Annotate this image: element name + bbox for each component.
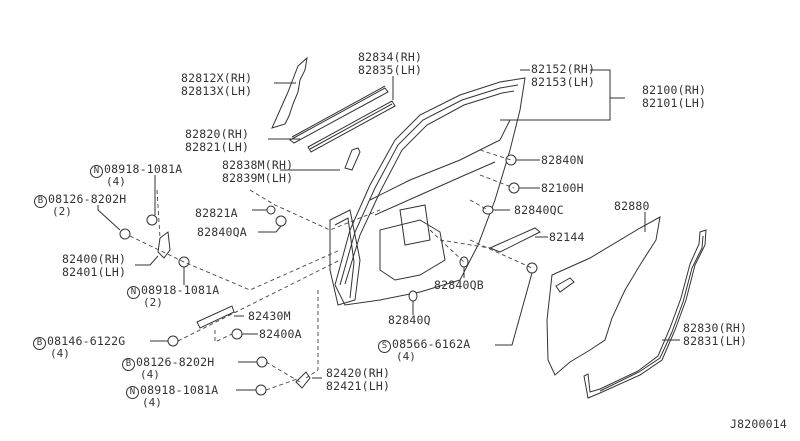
part-number: 08918-1081A [140,383,219,397]
inner-weatherstrip-part [307,100,396,153]
part-number: 82835(LH) [358,63,423,77]
plug-82840QC [482,205,494,215]
fastener-type-icon: N [126,386,139,399]
part-number: 82839M(LH) [222,171,294,185]
part-number: 82100(RH) [642,83,707,97]
label-82420[interactable]: 82420(RH)82421(LH) [326,367,390,393]
fastener-qty: (4) [396,350,416,363]
part-number: 82838M(RH) [222,158,294,172]
label-82880[interactable]: 82880 [614,199,650,213]
part-number: 08918-1081A [104,162,183,176]
sash-cover-part [271,56,308,129]
part-number: 82831(LH) [683,334,748,348]
part-number: 08918-1081A [141,283,220,297]
bolt-82400A [231,328,243,340]
label-82840qc[interactable]: 82840QC [514,203,564,217]
door-weatherstrip-part [583,229,707,399]
part-number: 82152(RH) [531,62,596,76]
fastener-type-icon: N [90,165,103,178]
fastener-qty: (2) [143,296,163,309]
label-82834[interactable]: 82834(RH)82835(LH) [358,51,422,77]
part-number: 82820(RH) [185,127,250,141]
fastener-qty: (4) [142,396,162,409]
check-bracket-part [488,227,541,253]
part-number: 82420(RH) [326,366,391,380]
plug-82840QB [459,256,469,268]
label-82840qb[interactable]: 82840QB [434,278,484,292]
part-number: 08146-6122G [47,334,126,348]
label-82840n[interactable]: 82840N [541,153,584,167]
fastener-type-icon: N [127,286,140,299]
label-82400a[interactable]: 82400A [259,327,302,341]
door-check-part [196,305,235,329]
label-82812x[interactable]: 82812X(RH)82813X(LH) [181,72,252,98]
door-assembly [329,77,526,306]
label-82840q[interactable]: 82840Q [388,313,431,327]
fastener-type-icon: B [33,337,46,350]
part-number: 82400(RH) [62,252,127,266]
part-number: 82812X(RH) [181,71,253,85]
label-82100h[interactable]: 82100H [541,181,584,195]
part-number: 82834(RH) [358,50,423,64]
label-82152[interactable]: 82152(RH)82153(LH) [531,63,595,89]
fastener-qty: (4) [106,175,126,188]
screw-82821A [266,205,276,215]
plug-82840Q [408,290,418,302]
part-number: 08126-8202H [48,192,127,206]
fastener-qty: (4) [50,347,70,360]
bolt-08126-low [256,356,268,368]
part-number: 82813X(LH) [181,84,253,98]
bolt-08146 [167,335,179,347]
nut-top [146,214,158,226]
fastener-type-icon: B [34,195,47,208]
hinge-lower-part [295,371,311,389]
clip-82840N [505,154,517,166]
part-number: 82830(RH) [683,321,748,335]
label-82821a[interactable]: 82821A [195,206,238,220]
label-82830[interactable]: 82830(RH)82831(LH) [683,322,747,348]
fastener-qty: (2) [52,205,72,218]
screen-handle-opening [555,277,575,293]
sealing-screen-part [546,216,661,376]
bolt-08126-top [119,228,131,240]
label-82820[interactable]: 82820(RH)82821(LH) [185,128,249,154]
part-number: 08126-8202H [136,355,215,369]
plug-82840QA [275,215,287,227]
label-82100[interactable]: 82100(RH)82101(LH) [642,84,706,110]
fastener-qty: (4) [140,368,160,381]
part-number: 08566-6162A [392,337,471,351]
fastener-type-icon: B [122,358,135,371]
part-number: 82153(LH) [531,75,596,89]
part-number: 82821(LH) [185,140,250,154]
label-82144[interactable]: 82144 [549,230,585,244]
part-number: 82421(LH) [326,379,391,393]
part-number: 82101(LH) [642,96,707,110]
part-number: 82401(LH) [62,265,127,279]
outer-moulding-part [289,85,389,144]
sash-trim-part [344,147,361,171]
nut-low [255,384,267,396]
bolt-08566 [526,262,538,274]
label-82400[interactable]: 82400(RH)82401(LH) [62,253,126,279]
label-82430m[interactable]: 82430M [248,309,291,323]
label-82838m[interactable]: 82838M(RH)82839M(LH) [222,159,293,185]
diagram-code: J8200014 [730,417,787,431]
fastener-type-icon: S [378,340,391,353]
label-82840qa[interactable]: 82840QA [197,225,247,239]
